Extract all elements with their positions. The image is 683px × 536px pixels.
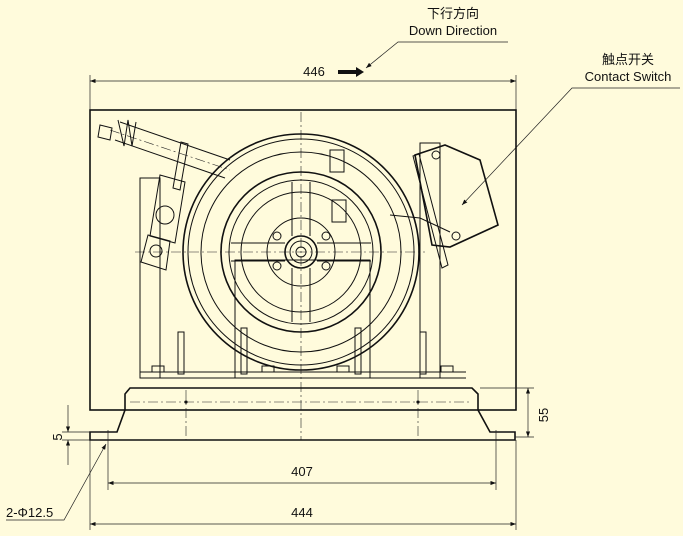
- dimension-5: 5: [50, 405, 100, 465]
- contact-switch-cn: 触点开关: [602, 52, 654, 67]
- contact-switch-callout: 触点开关 Contact Switch: [461, 52, 680, 206]
- contact-switch: [412, 144, 499, 269]
- dimension-5-label: 5: [50, 433, 65, 440]
- dimension-407: 407: [107, 430, 497, 490]
- brake-assembly: [97, 119, 451, 271]
- machine-frame: [139, 142, 466, 379]
- traction-sheave: [182, 133, 420, 371]
- down-direction-cn: 下行方向: [427, 6, 479, 21]
- down-direction-callout: 下行方向 Down Direction: [365, 6, 508, 69]
- holes-callout: 2-Φ12.5: [6, 443, 107, 521]
- contact-switch-en: Contact Switch: [585, 69, 672, 84]
- machine-outline: [89, 109, 517, 411]
- dimension-444-label: 444: [291, 505, 313, 520]
- dimension-446: 446: [89, 64, 517, 110]
- direction-arrow-icon: [338, 67, 364, 77]
- down-direction-en: Down Direction: [409, 23, 497, 38]
- dimension-446-label: 446: [303, 64, 325, 79]
- dimension-55-label: 55: [536, 408, 551, 422]
- bolt-icon: [151, 365, 454, 373]
- machine-base: [89, 387, 516, 441]
- dimension-407-label: 407: [291, 464, 313, 479]
- dimension-55: 55: [480, 387, 551, 438]
- holes-label: 2-Φ12.5: [6, 505, 53, 520]
- dimension-444: 444: [89, 440, 517, 530]
